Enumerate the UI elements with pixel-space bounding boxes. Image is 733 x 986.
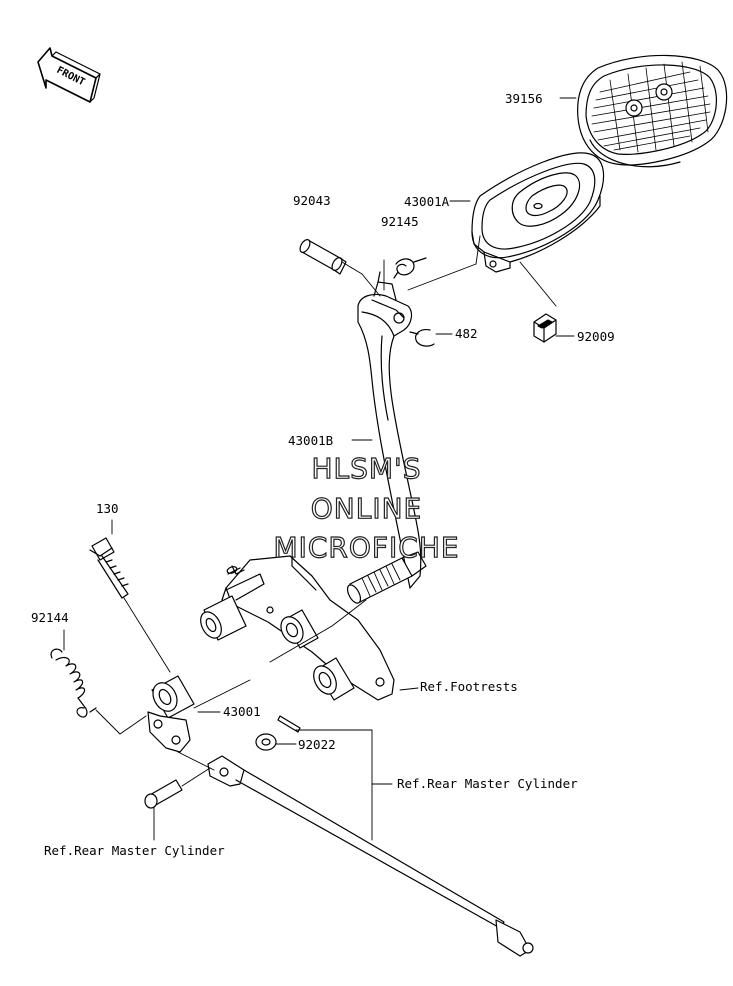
- spring-92145: [393, 257, 427, 279]
- screw-92009: [533, 313, 557, 343]
- cotter-pin: [277, 715, 301, 733]
- label-ref-footrests: Ref.Footrests: [420, 679, 518, 694]
- watermark-line-3: MICROFICHE: [273, 530, 460, 564]
- footrest-bracket: [200, 555, 395, 701]
- pedal-arm-43001B: [357, 271, 422, 589]
- pedal-plate-43001A: [471, 152, 605, 273]
- label-43001B: 43001B: [288, 433, 333, 448]
- washer-92022: [255, 733, 277, 751]
- label-92145: 92145: [381, 214, 419, 229]
- splined-shaft: [346, 551, 427, 604]
- brake-lever-43001: [147, 675, 195, 753]
- return-spring-92144: [50, 648, 97, 718]
- label-ref-rear-master-cylinder-left: Ref.Rear Master Cylinder: [44, 843, 225, 858]
- label-92009: 92009: [577, 329, 615, 344]
- watermark-line-2: ONLINE: [310, 491, 423, 525]
- clevis-pin-left: [144, 779, 183, 809]
- bolt-130: [89, 537, 129, 599]
- assembly-lines: [63, 97, 577, 841]
- clevis-pin-92043: [299, 239, 347, 275]
- label-92144: 92144: [31, 610, 69, 625]
- label-92022: 92022: [298, 737, 336, 752]
- push-rod: [207, 755, 534, 957]
- label-43001: 43001: [223, 704, 261, 719]
- label-92043: 92043: [293, 193, 331, 208]
- watermark-line-1: HLSM'S: [311, 451, 422, 485]
- label-130: 130: [96, 501, 119, 516]
- label-ref-rear-master-cylinder-right: Ref.Rear Master Cylinder: [397, 776, 578, 791]
- label-43001A: 43001A: [404, 194, 450, 209]
- label-39156: 39156: [505, 91, 543, 106]
- label-482: 482: [455, 326, 478, 341]
- pedal-rubber-pad-39156: [577, 54, 728, 168]
- front-arrow-icon: [37, 47, 101, 103]
- snap-ring-482: [409, 329, 435, 347]
